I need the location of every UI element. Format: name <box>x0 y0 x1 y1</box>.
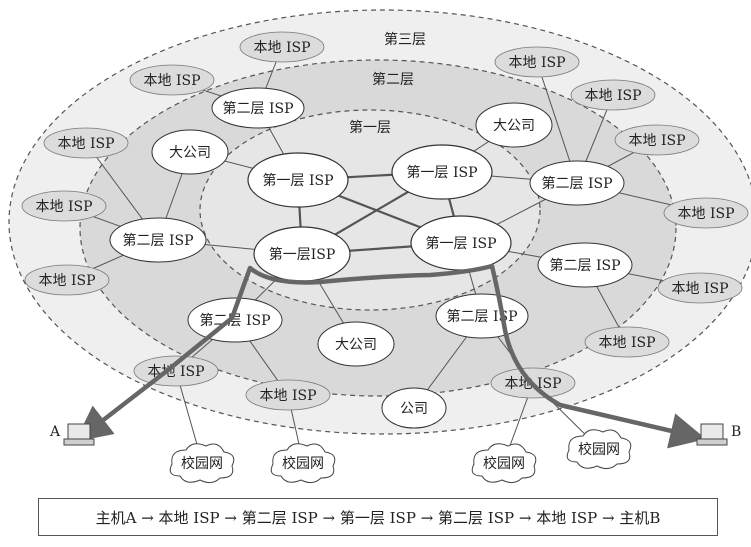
local-isp-node: 本地 ISP <box>584 326 670 358</box>
tier2-isp-label: 第二层 ISP <box>542 175 613 192</box>
route-summary: 主机A → 本地 ISP → 第二层 ISP → 第一层 ISP → 第二层 I… <box>38 498 718 536</box>
computer-icon <box>700 423 724 440</box>
tier2-isp-node: 第二层 ISP <box>435 293 529 339</box>
local-isp-node: 本地 ISP <box>570 79 656 111</box>
host-a-label: A <box>49 424 61 440</box>
tier1-isp-label: 第一层 ISP <box>263 172 334 189</box>
big-company-label: 大公司 <box>335 337 377 353</box>
local-isp-nodes: 本地 ISP 本地 ISP 本地 ISP 本地 ISP 本地 ISP 本地 IS… <box>21 31 749 411</box>
local-isp-label: 本地 ISP <box>585 88 642 104</box>
tier2-isp-label: 第二层 ISP <box>200 312 271 329</box>
tier2-isp-label: 第二层 ISP <box>223 100 294 117</box>
tier1-isp-node: 第一层 ISP <box>247 152 349 208</box>
local-isp-label: 本地 ISP <box>678 206 735 222</box>
local-isp-node: 本地 ISP <box>239 31 325 63</box>
campus-cloud: 校园网 <box>471 443 537 484</box>
tier1-isp-node: 第一层 ISP <box>391 144 493 200</box>
local-isp-label: 本地 ISP <box>509 55 566 71</box>
tier1-label: 第一层 <box>349 119 391 136</box>
tier2-isp-nodes: 第二层 ISP 第二层 ISP 第二层 ISP 第二层 ISP 第二层 ISP … <box>109 87 633 343</box>
route-path <box>75 263 707 449</box>
local-isp-node: 本地 ISP <box>494 46 580 78</box>
local-isp-node: 本地 ISP <box>657 272 743 304</box>
local-isp-label: 本地 ISP <box>144 73 201 89</box>
tier1-isp-label: 第一层 ISP <box>407 164 478 181</box>
local-isp-label: 本地 ISP <box>629 133 686 149</box>
campus-cloud: 校园网 <box>270 443 336 484</box>
tier2-isp-node: 第二层 ISP <box>211 87 305 129</box>
host-b: B <box>696 423 741 446</box>
local-isp-node: 本地 ISP <box>21 190 107 222</box>
big-company-label: 大公司 <box>493 118 535 134</box>
tier2-isp-node: 第二层 ISP <box>109 217 207 263</box>
campus-label: 校园网 <box>181 455 223 472</box>
local-isp-label: 本地 ISP <box>599 335 656 351</box>
tier1-isp-label: 第一层ISP <box>269 246 336 263</box>
local-isp-node: 本地 ISP <box>24 264 110 296</box>
tier2-isp-label: 第二层 ISP <box>550 257 621 274</box>
campus-label: 校园网 <box>282 455 324 472</box>
tier2-isp-node: 第二层 ISP <box>537 242 633 288</box>
local-isp-label: 本地 ISP <box>39 273 96 289</box>
tier2-isp-node: 第二层 ISP <box>529 160 625 206</box>
tier1-isp-node: 第一层 ISP <box>410 215 512 271</box>
local-isp-label: 本地 ISP <box>672 281 729 297</box>
local-isp-node: 本地 ISP <box>133 355 219 387</box>
host-a: A <box>49 423 95 446</box>
tier2-label: 第二层 <box>372 71 414 88</box>
campus-label: 校园网 <box>483 455 525 472</box>
local-isp-node: 本地 ISP <box>245 379 331 411</box>
campus-cloud: 校园网 <box>566 429 632 470</box>
tier2-isp-label: 第二层 ISP <box>447 308 518 325</box>
local-isp-node: 本地 ISP <box>614 124 700 156</box>
campus-cloud: 校园网 <box>169 443 235 484</box>
company-nodes: 大公司 大公司 大公司 公司 <box>151 102 553 429</box>
local-isp-label: 本地 ISP <box>36 199 93 215</box>
company-label: 公司 <box>400 401 428 417</box>
local-isp-node: 本地 ISP <box>129 64 215 96</box>
campus-clouds: 校园网 校园网 校园网 校园网 <box>169 429 632 484</box>
local-isp-label: 本地 ISP <box>260 388 317 404</box>
local-isp-label: 本地 ISP <box>254 40 311 56</box>
local-isp-node: 本地 ISP <box>43 127 129 159</box>
company-node: 公司 <box>381 387 447 429</box>
campus-label: 校园网 <box>578 441 620 458</box>
big-company-node: 大公司 <box>475 102 553 148</box>
tier1-isp-label: 第一层 ISP <box>426 235 497 252</box>
big-company-node: 大公司 <box>151 129 229 175</box>
host-b-label: B <box>731 424 741 440</box>
computer-icon <box>67 423 91 440</box>
big-company-node: 大公司 <box>317 321 395 367</box>
tier2-isp-label: 第二层 ISP <box>123 232 194 249</box>
tier1-isp-node: 第一层ISP <box>253 226 351 282</box>
tier2-isp-node: 第二层 ISP <box>187 297 283 343</box>
tier1-isp-nodes: 第一层 ISP 第一层 ISP 第一层ISP 第一层 ISP <box>247 144 512 282</box>
local-isp-label: 本地 ISP <box>58 136 115 152</box>
big-company-label: 大公司 <box>169 145 211 161</box>
route-text: 主机A → 本地 ISP → 第二层 ISP → 第一层 ISP → 第二层 I… <box>95 508 661 527</box>
local-isp-node: 本地 ISP <box>663 197 749 229</box>
tier3-label: 第三层 <box>384 31 426 48</box>
